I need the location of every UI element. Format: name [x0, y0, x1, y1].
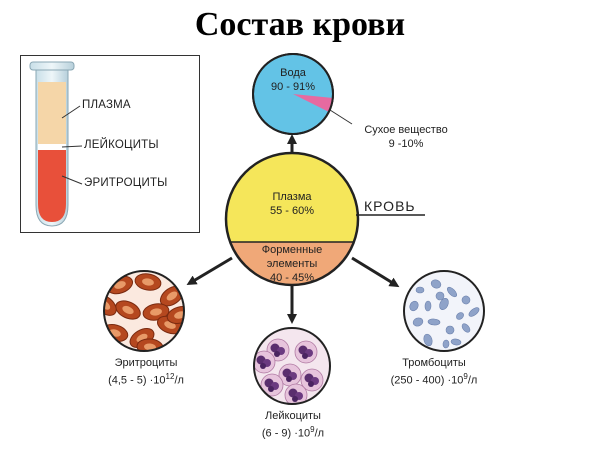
platelets-circle	[403, 270, 485, 352]
arrow-to-platelets	[351, 256, 400, 288]
leukocytes-circle	[253, 327, 331, 405]
platelet-cell	[423, 333, 433, 347]
platelet-cell	[409, 300, 419, 312]
water-pie	[252, 53, 353, 135]
blood-center-circle	[224, 151, 425, 287]
platelet-cell	[439, 298, 449, 310]
platelet-cell	[461, 323, 471, 333]
blood-label: КРОВЬ	[364, 198, 416, 214]
plasma-name: Плазма	[272, 191, 312, 203]
formed-value: 40 - 45%	[269, 272, 315, 284]
dry-matter-slice	[293, 94, 333, 112]
leukocytes-value: (6 - 9) ·109/л	[261, 425, 325, 440]
tube-plasma-layer	[38, 82, 66, 144]
tube-leukocyte-layer	[38, 144, 66, 150]
platelet-cell	[442, 339, 450, 349]
tube-label-erythrocytes: ЭРИТРОЦИТЫ	[84, 177, 168, 189]
leukocyte-cell	[284, 383, 308, 404]
leukocyte-cell	[266, 338, 290, 362]
platelet-cell	[447, 286, 457, 298]
platelet-cell	[415, 286, 425, 294]
water-value: 90 - 91%	[270, 81, 316, 93]
leukocyte-cell	[300, 368, 324, 392]
platelet-cell	[427, 318, 441, 326]
erythrocytes-value: (4,5 - 5) ·1012/л	[108, 372, 184, 387]
platelet-cell	[412, 317, 424, 327]
platelet-cell	[461, 295, 471, 305]
platelets-name: Тромбоциты	[402, 357, 466, 369]
dry-matter-value: 9 -10%	[388, 138, 424, 150]
erythrocytes-circle	[103, 270, 185, 352]
leukocytes-name: Лейкоциты	[265, 410, 321, 422]
platelet-cell	[430, 279, 442, 289]
erythrocyte-cell	[142, 303, 170, 321]
leukocytes-label: Лейкоциты (6 - 9) ·109/л	[248, 409, 338, 441]
arrow-to-erythrocytes	[186, 256, 233, 286]
formed-name-2: элементы	[266, 258, 318, 270]
platelets-value: (250 - 400) ·109/л	[390, 372, 478, 387]
leukocyte-cell	[294, 340, 318, 364]
page-title: Состав крови	[194, 6, 406, 43]
platelet-cell	[450, 338, 462, 346]
erythrocyte-cell	[134, 273, 162, 291]
tube-label-plasma: ПЛАЗМА	[82, 99, 131, 111]
dry-matter-label: Сухое вещество 9 -10%	[346, 123, 466, 151]
platelet-cell	[435, 291, 445, 301]
leukocyte-cell	[278, 363, 302, 387]
tube-label-leukocytes: ЛЕЙКОЦИТЫ	[84, 139, 159, 151]
erythrocyte-cell	[115, 300, 141, 320]
test-tube	[29, 61, 83, 227]
water-label: Вода 90 - 91%	[263, 66, 323, 94]
platelet-cell	[424, 300, 432, 312]
erythrocytes-name: Эритроциты	[114, 357, 178, 369]
platelet-cell	[468, 307, 480, 317]
platelets-label: Тромбоциты (250 - 400) ·109/л	[372, 356, 496, 388]
water-name: Вода	[280, 67, 306, 79]
platelet-cell	[445, 325, 455, 335]
plasma-label: Плазма 55 - 60%	[252, 190, 332, 218]
formed-name-1: Форменные	[261, 244, 323, 256]
formed-elements-label: Форменные элементы 40 - 45%	[247, 243, 337, 285]
platelet-cell	[456, 312, 464, 320]
leukocyte-cell	[260, 373, 284, 397]
leukocyte-cell	[254, 350, 276, 374]
plasma-value: 55 - 60%	[269, 205, 315, 217]
dry-matter-name: Сухое вещество	[364, 124, 448, 136]
tube-erythrocyte-layer	[38, 150, 66, 222]
erythrocytes-label: Эритроциты (4,5 - 5) ·1012/л	[94, 356, 198, 388]
